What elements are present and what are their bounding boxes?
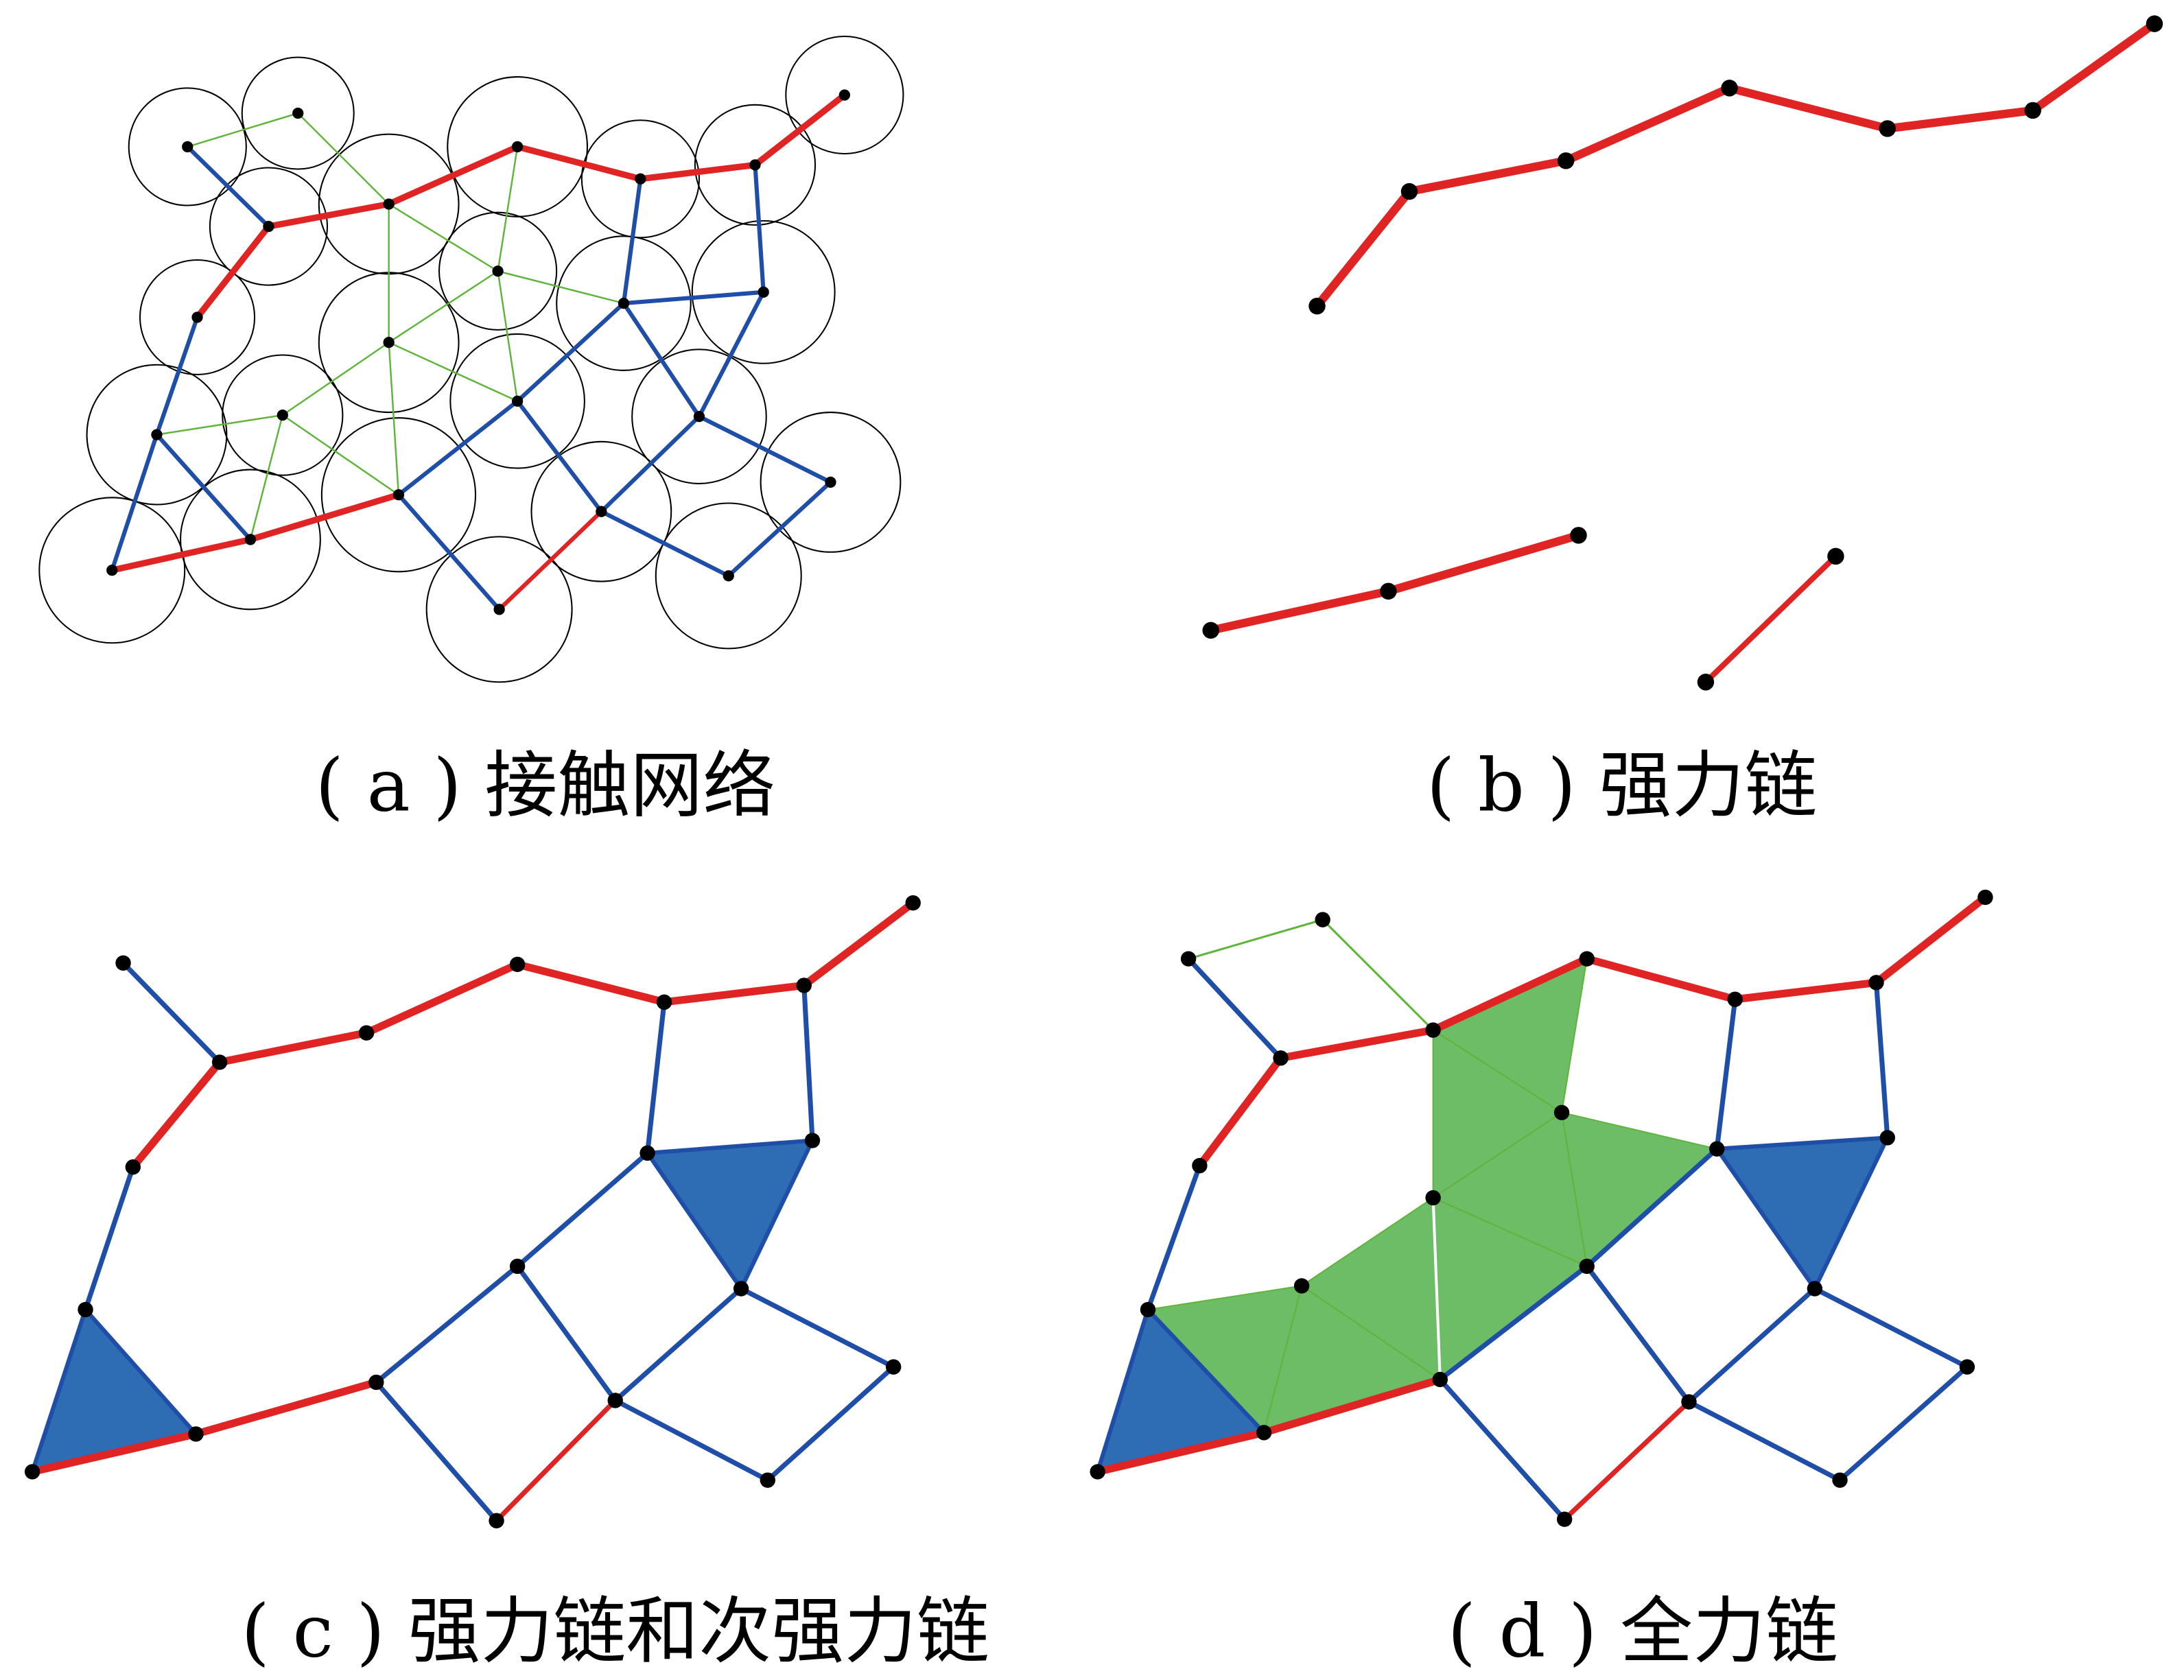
weak-contacts-d — [1188, 919, 1434, 1031]
sub-strong-chains-a — [110, 144, 833, 612]
caption-d: ( d ) 全力链 — [1448, 1589, 1838, 1673]
panel-b-strong-chains: ( b ) 强力链 — [1202, 15, 2163, 828]
caption-b: ( b ) 强力链 — [1426, 744, 1817, 828]
caption-c: ( c ) 强力链和次强力链 — [241, 1589, 989, 1673]
nodes-b — [1202, 15, 2163, 691]
panel-c-strong-and-sub-strong-chains: ( c ) 强力链和次强力链 — [24, 895, 989, 1673]
panel-d-full-force-chains: ( d ) 全力链 — [1090, 889, 1993, 1673]
nodes-d — [1090, 889, 1993, 1527]
particle-centers-a — [106, 89, 851, 615]
stable-triangles-c — [29, 1138, 817, 1475]
nodes-c — [24, 895, 921, 1528]
caption-a: ( a ) 接触网络 — [316, 744, 776, 828]
particle-circles — [38, 35, 904, 683]
sub-strong-chains-c — [82, 960, 896, 1524]
sub-strong-chains-d — [1145, 956, 1970, 1522]
panel-a-contact-network: ( a ) 接触网络 — [38, 35, 904, 828]
weak-contacts-a — [156, 112, 624, 540]
strong-chains-b — [1206, 19, 2159, 685]
